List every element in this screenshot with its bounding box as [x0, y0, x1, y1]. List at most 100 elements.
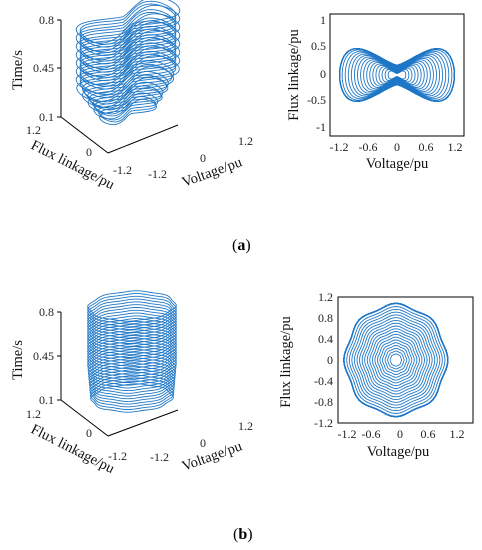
- a3d-loop: [93, 87, 163, 120]
- b3d-loop: [87, 307, 177, 339]
- a2d-xtick-1: -0.6: [359, 140, 378, 154]
- panel-b-2d: 1.2 0.8 0.4 0 -0.4 -0.8 -1.2 -1.2 -0.6 0…: [278, 290, 474, 460]
- b3d-xtick-2: 1.2: [238, 419, 253, 433]
- a3d-loop: [92, 81, 164, 115]
- b2d-loop: [371, 333, 420, 387]
- a3d-loop: [75, 4, 181, 52]
- b3d-loop: [87, 290, 177, 322]
- b3d-xlabel: Voltage/pu: [180, 438, 244, 474]
- b3d-loop: [87, 348, 177, 381]
- a2d-loop: [347, 52, 447, 98]
- a3d-ytick-1: 0: [86, 145, 92, 159]
- b3d-loop: [87, 346, 177, 378]
- b3d-loop: [88, 360, 176, 392]
- a3d-xtick-2: 1.2: [238, 134, 253, 148]
- a2d-loop: [339, 48, 455, 102]
- a2d-loop: [339, 48, 455, 102]
- caption-b-letter: b: [238, 526, 247, 543]
- a3d-ytick-2: -1.2: [113, 163, 132, 177]
- caption-a-letter: a: [237, 237, 245, 254]
- b3d-loop: [87, 318, 177, 350]
- b2d-ytick-4: -0.4: [314, 374, 333, 388]
- a2d-ytick-3: -0.5: [307, 93, 326, 107]
- a2d-loop: [381, 67, 413, 83]
- b3d-ytick-1: 0: [86, 426, 92, 440]
- a2d-loop: [339, 48, 455, 102]
- a2d-loop: [344, 50, 450, 100]
- b3d-loop: [87, 326, 177, 358]
- a2d-loop: [339, 48, 455, 102]
- b3d-loop: [87, 312, 177, 344]
- a3d-loop: [79, 45, 177, 90]
- b3d-loop: [87, 343, 177, 375]
- b3d-loop: [87, 315, 177, 347]
- b3d-zlabel: Time/s: [10, 340, 26, 380]
- a2d-loop: [384, 69, 410, 81]
- a2d-loop: [378, 66, 416, 84]
- b2d-xtick-4: 1.2: [450, 427, 465, 441]
- b2d-loop: [364, 325, 428, 395]
- b2d-xtick-2: 0: [397, 427, 403, 441]
- b2d-xtick-1: -0.6: [362, 427, 381, 441]
- a2d-loop: [339, 48, 455, 102]
- b2d-loop: [379, 342, 413, 378]
- b3d-loop: [87, 329, 177, 361]
- b2d-loop: [384, 347, 408, 373]
- a3d-ztick-2: 0.1: [39, 110, 54, 124]
- b3d-loop: [87, 309, 177, 342]
- a2d-xtick-2: 0: [394, 140, 400, 154]
- a2d-loop: [363, 59, 431, 91]
- b2d-ytick-1: 0.8: [318, 311, 333, 325]
- b2d-loop: [348, 308, 443, 412]
- b3d-loop: [89, 374, 175, 405]
- b3d-xtick-0: -1.2: [150, 450, 169, 464]
- a3d-frame: [57, 19, 179, 154]
- a2d-loop: [353, 55, 441, 95]
- a2d-loop: [366, 60, 428, 90]
- a2d-loop: [339, 48, 455, 102]
- b3d-frame: [57, 311, 179, 437]
- b3d-loop: [87, 298, 177, 331]
- b2d-loop: [343, 302, 449, 418]
- b2d-loop: [351, 311, 441, 409]
- b3d-loop: [89, 371, 175, 402]
- a2d-loop: [339, 48, 455, 102]
- a2d-loop: [341, 49, 453, 101]
- b2d-plot-frame: [337, 296, 474, 424]
- a2d-ytick-0: 1: [320, 13, 326, 27]
- b3d-ytick-0: 1.2: [26, 407, 41, 421]
- b3d-loop: [88, 366, 176, 397]
- b2d-ytick-3: 0: [327, 353, 333, 367]
- a2d-ytick-4: -1: [316, 120, 326, 134]
- a3d-xlabel: Voltage/pu: [180, 154, 244, 190]
- a3d-loop: [79, 28, 177, 73]
- b3d-loop: [87, 354, 177, 386]
- b2d-loop: [356, 317, 436, 403]
- b2d-xtick-0: -1.2: [338, 427, 357, 441]
- b2d-loop: [361, 322, 431, 398]
- a2d-traces: [339, 48, 455, 102]
- a3d-ztick-0: 0.8: [39, 13, 54, 27]
- b2d-ytick-6: -1.2: [314, 416, 333, 430]
- a2d-loop: [339, 48, 455, 102]
- b3d-ztick-1: 0.45: [33, 349, 54, 363]
- b2d-ylabel: Flux linkage/pu: [278, 316, 294, 407]
- b2d-loop: [353, 314, 438, 406]
- a2d-loop: [369, 62, 425, 88]
- b2d-loop: [346, 306, 446, 414]
- a2d-xtick-0: -1.2: [330, 140, 349, 154]
- a2d-plot-frame: [329, 13, 465, 137]
- a2d-ylabel: Flux linkage/pu: [286, 29, 302, 120]
- b3d-loop: [87, 323, 177, 356]
- b3d-loop: [88, 368, 176, 400]
- a2d-loop: [375, 64, 419, 86]
- caption-b: (b): [233, 526, 253, 543]
- a2d-loop: [339, 48, 455, 102]
- b2d-loop: [376, 339, 415, 381]
- b3d-loop: [89, 380, 175, 410]
- b2d-traces: [343, 302, 449, 418]
- a3d-ztick-1: 0.45: [33, 61, 54, 75]
- b3d-loop: [87, 340, 177, 372]
- a3d-loop: [87, 77, 169, 114]
